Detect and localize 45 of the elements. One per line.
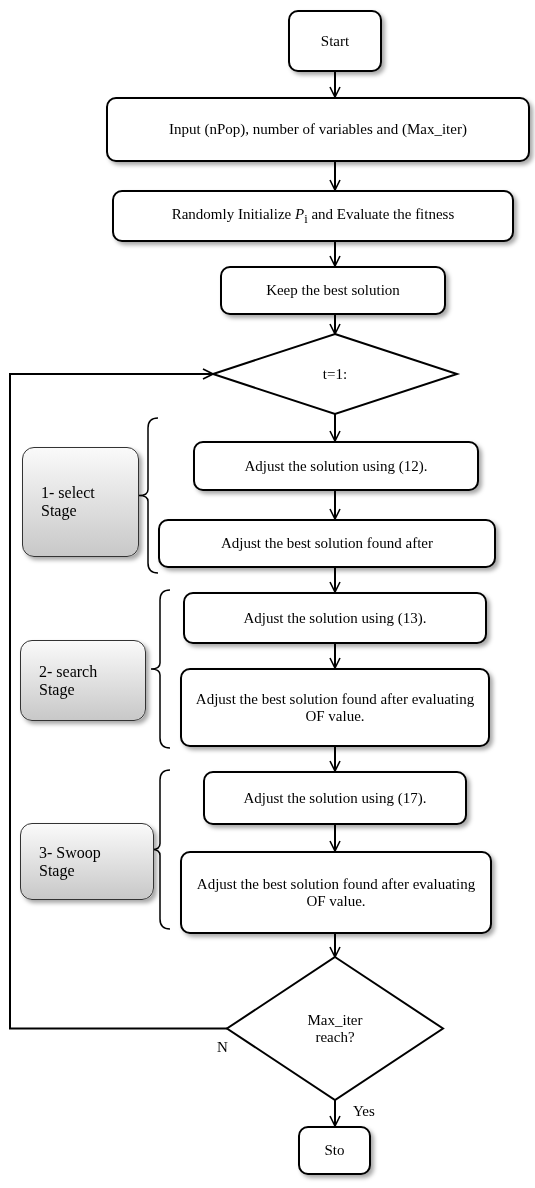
- node-text: Randomly Initialize P$_{i}$ and Evaluate the fitness: [171, 205, 455, 227]
- decision-diamond: [227, 957, 443, 1100]
- node-text: Adjust the solution using (12).: [244, 457, 428, 475]
- node-text: Adjust the solution using (17).: [243, 789, 427, 807]
- process-box: [288, 10, 382, 72]
- node-text: 1- select Stage: [41, 484, 96, 520]
- stage-box: [20, 640, 146, 721]
- node-text: Adjust the solution using (13).: [243, 609, 427, 627]
- stage-box: [20, 823, 154, 900]
- arrow: [329, 71, 341, 98]
- arrow: [329, 933, 341, 958]
- node-text: Adjust the best solution found after evaluating OF value.: [194, 690, 476, 725]
- node-text: 2- search Stage: [39, 662, 99, 699]
- node-text: Max_iter reach?: [306, 1011, 364, 1046]
- arrow: [329, 567, 341, 593]
- node-text: Start: [320, 32, 350, 50]
- node-text: 3- Swoop Stage: [39, 843, 102, 880]
- node-text: Input (nPop), number of variables and (Max_iter): [169, 121, 467, 138]
- arrow: [329, 490, 341, 520]
- process-box: [180, 668, 490, 747]
- arrow: [329, 241, 341, 267]
- stage-box: [22, 447, 139, 557]
- node-text: Sto: [324, 1142, 345, 1159]
- arrow: [329, 413, 341, 442]
- arrow: [329, 746, 341, 772]
- arrow: [329, 643, 341, 669]
- decision-diamond: [213, 334, 457, 414]
- node-text: Adjust the best solution found after evaluating OF value.: [195, 875, 477, 910]
- arrow: [329, 1099, 341, 1127]
- process-box: [193, 441, 479, 491]
- process-box: [180, 851, 492, 934]
- arrow: [329, 824, 341, 852]
- process-box: [183, 592, 487, 644]
- process-box: [106, 97, 530, 162]
- node-text: Adjust the best solution found after: [220, 535, 434, 552]
- process-box: [203, 771, 467, 825]
- node-text: t=1:: [322, 365, 348, 383]
- process-box: [112, 190, 514, 242]
- arrow: [329, 161, 341, 191]
- process-box: [158, 519, 496, 568]
- arrow: [9, 368, 228, 1030]
- arrow: [329, 314, 341, 335]
- process-box: [220, 266, 446, 315]
- process-box: [298, 1126, 371, 1175]
- node-text: Keep the best solution: [266, 282, 400, 299]
